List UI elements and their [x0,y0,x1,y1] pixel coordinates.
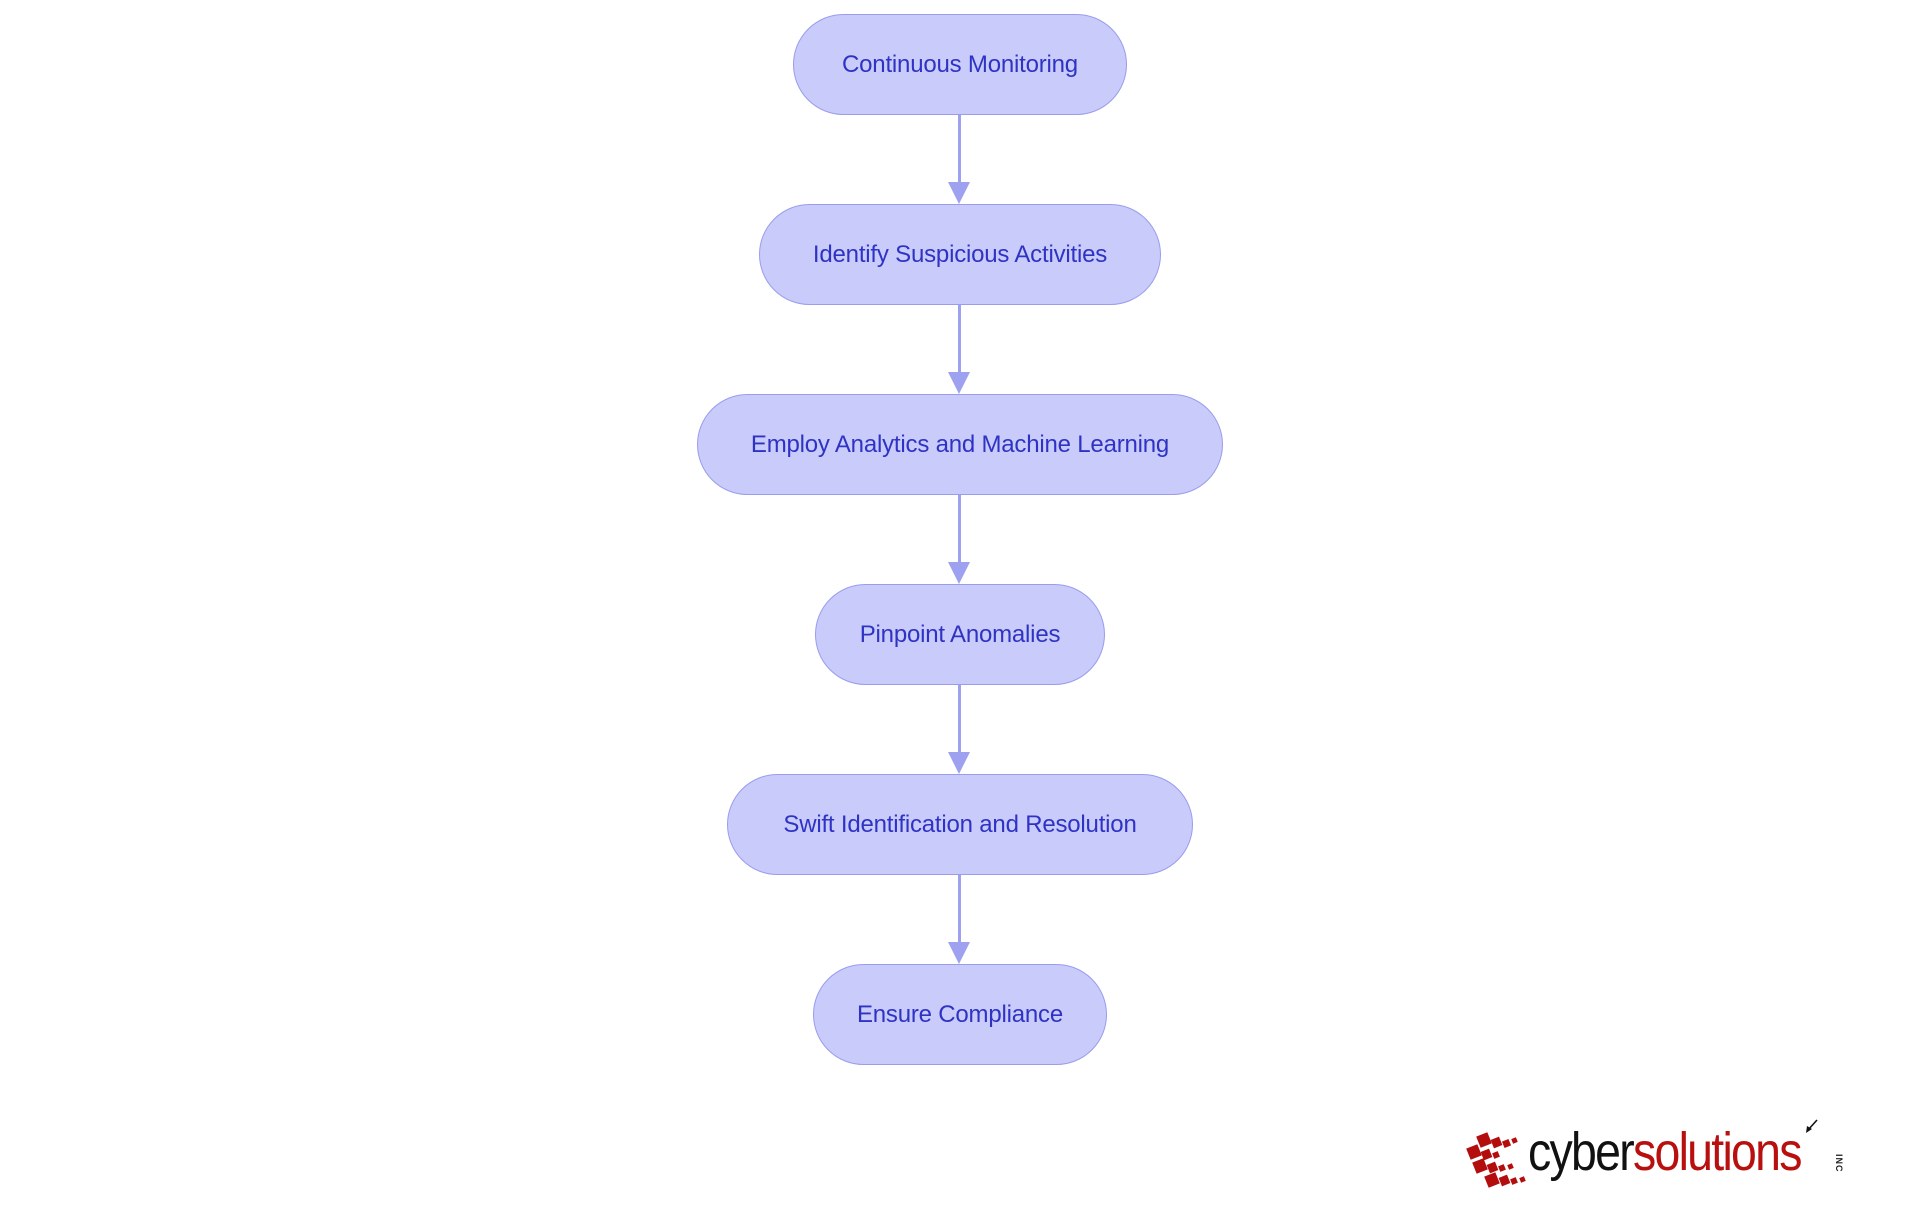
swoosh-arrow-icon [1806,1119,1818,1133]
edge-connector [958,115,961,185]
node-label: Pinpoint Anomalies [859,620,1061,648]
arrow-down-icon [948,942,970,964]
edge-connector [958,495,961,565]
node-label: Ensure Compliance [856,1000,1064,1028]
edge-connector [958,685,961,755]
arrow-down-icon [948,372,970,394]
node-swift-identification-resolution[interactable]: Swift Identification and Resolution [727,774,1193,875]
node-employ-analytics-ml[interactable]: Employ Analytics and Machine Learning [697,394,1223,495]
edge-connector [958,305,961,375]
node-ensure-compliance[interactable]: Ensure Compliance [813,964,1107,1065]
node-pinpoint-anomalies[interactable]: Pinpoint Anomalies [815,584,1105,685]
node-label: Identify Suspicious Activities [812,240,1108,268]
edge-connector [958,875,961,945]
node-identify-suspicious-activities[interactable]: Identify Suspicious Activities [759,204,1161,305]
logo-text-solutions: solutions [1632,1122,1803,1182]
node-label: Employ Analytics and Machine Learning [750,430,1170,458]
logo-text-cyber: cyber [1528,1122,1635,1182]
company-logo: cybersolutions INC [1462,1119,1882,1190]
flowchart: Continuous Monitoring Identify Suspiciou… [697,14,1223,1065]
node-label: Continuous Monitoring [842,50,1078,78]
logo-text-inc: INC [1834,1154,1844,1173]
arrow-down-icon [948,562,970,584]
logo-mark-icon [1462,1126,1532,1190]
node-label: Swift Identification and Resolution [783,810,1137,838]
logo-wordmark: cybersolutions [1528,1120,1803,1184]
node-continuous-monitoring[interactable]: Continuous Monitoring [793,14,1127,115]
arrow-down-icon [948,182,970,204]
arrow-down-icon [948,752,970,774]
